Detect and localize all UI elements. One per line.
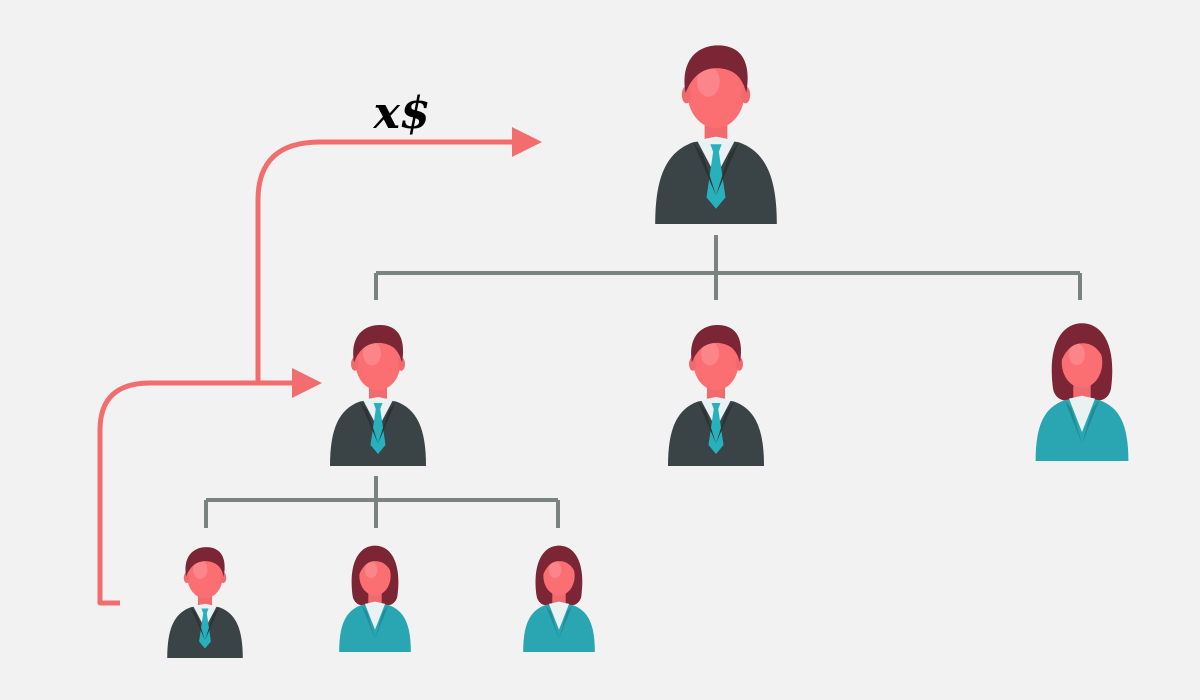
money-flow-arrow-upper [255, 127, 542, 383]
manager-right-person-icon [1035, 323, 1129, 461]
money-flow-label: x$ [373, 88, 431, 139]
employee-1-person-icon [167, 547, 243, 658]
money-flow-arrows [97, 127, 542, 606]
connector-top-level [374, 235, 1082, 300]
boss-person-icon [655, 45, 777, 224]
manager-center-person-icon [668, 325, 764, 466]
manager-left-person-icon [330, 325, 426, 466]
connector-second-level [204, 476, 560, 528]
employee-2-person-icon [339, 545, 411, 652]
money-flow-arrow-lower [97, 368, 322, 606]
employee-3-person-icon [523, 545, 595, 652]
